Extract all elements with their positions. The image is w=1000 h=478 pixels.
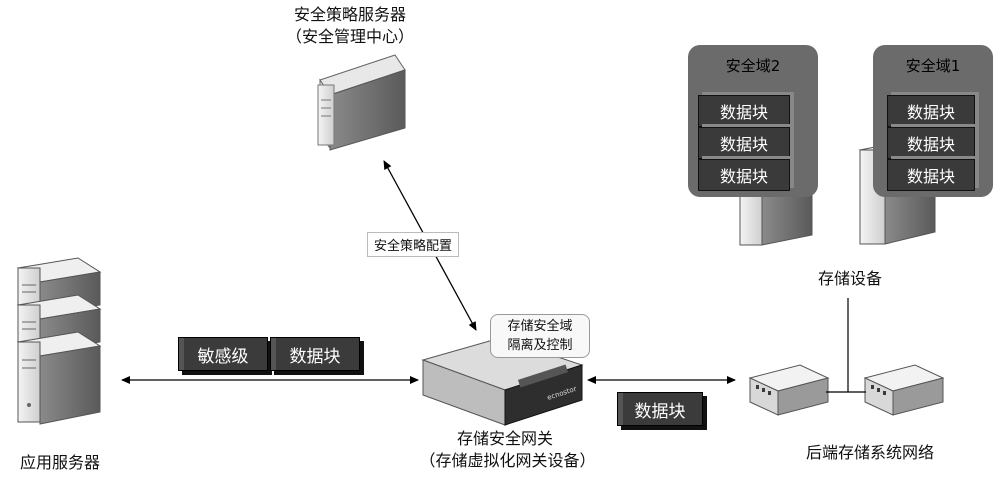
switch-icon-left xyxy=(748,364,830,416)
gateway-callout-line1: 存储安全域 xyxy=(507,319,573,334)
network-label: 后端存储系统网络 xyxy=(805,443,934,462)
sensitivity-tag: 敏感级 xyxy=(178,337,268,371)
app-server-icon xyxy=(16,257,102,425)
zone1-data-block-1: 数据块 xyxy=(887,95,975,127)
gateway-callout-line2: 隔离及控制 xyxy=(507,338,573,353)
security-zone-1: 安全域1 数据块 数据块 数据块 xyxy=(873,45,993,197)
gateway-appliance-icon: ecnostor xyxy=(421,337,584,426)
security-zone-2: 安全域2 数据块 数据块 数据块 xyxy=(688,45,818,197)
backend-data-block: 数据块 xyxy=(617,392,703,426)
zone1-data-block-3: 数据块 xyxy=(887,159,975,191)
gateway-title: 存储安全网关 xyxy=(456,429,553,448)
security-zone-2-title: 安全域2 xyxy=(725,57,781,75)
gateway-subtitle: （存储虚拟化网关设备） xyxy=(419,451,596,470)
zone2-data-block-1: 数据块 xyxy=(698,95,790,127)
app-server-label: 应用服务器 xyxy=(19,453,100,472)
gateway-callout: 存储安全域 隔离及控制 xyxy=(490,314,590,358)
zone2-data-block-3: 数据块 xyxy=(698,159,790,191)
storage-label: 存储设备 xyxy=(817,269,882,288)
policy-config-label: 安全策略配置 xyxy=(367,232,460,257)
policy-server-subtitle: （安全管理中心） xyxy=(285,27,414,46)
policy-server-title: 安全策略服务器 xyxy=(293,5,406,24)
security-zone-1-title: 安全域1 xyxy=(905,57,961,75)
policy-server-icon xyxy=(317,54,406,151)
zone2-data-block-2: 数据块 xyxy=(698,127,790,159)
app-data-block: 数据块 xyxy=(270,337,360,371)
zone1-data-block-2: 数据块 xyxy=(887,127,975,159)
switch-icon-right xyxy=(863,364,945,416)
